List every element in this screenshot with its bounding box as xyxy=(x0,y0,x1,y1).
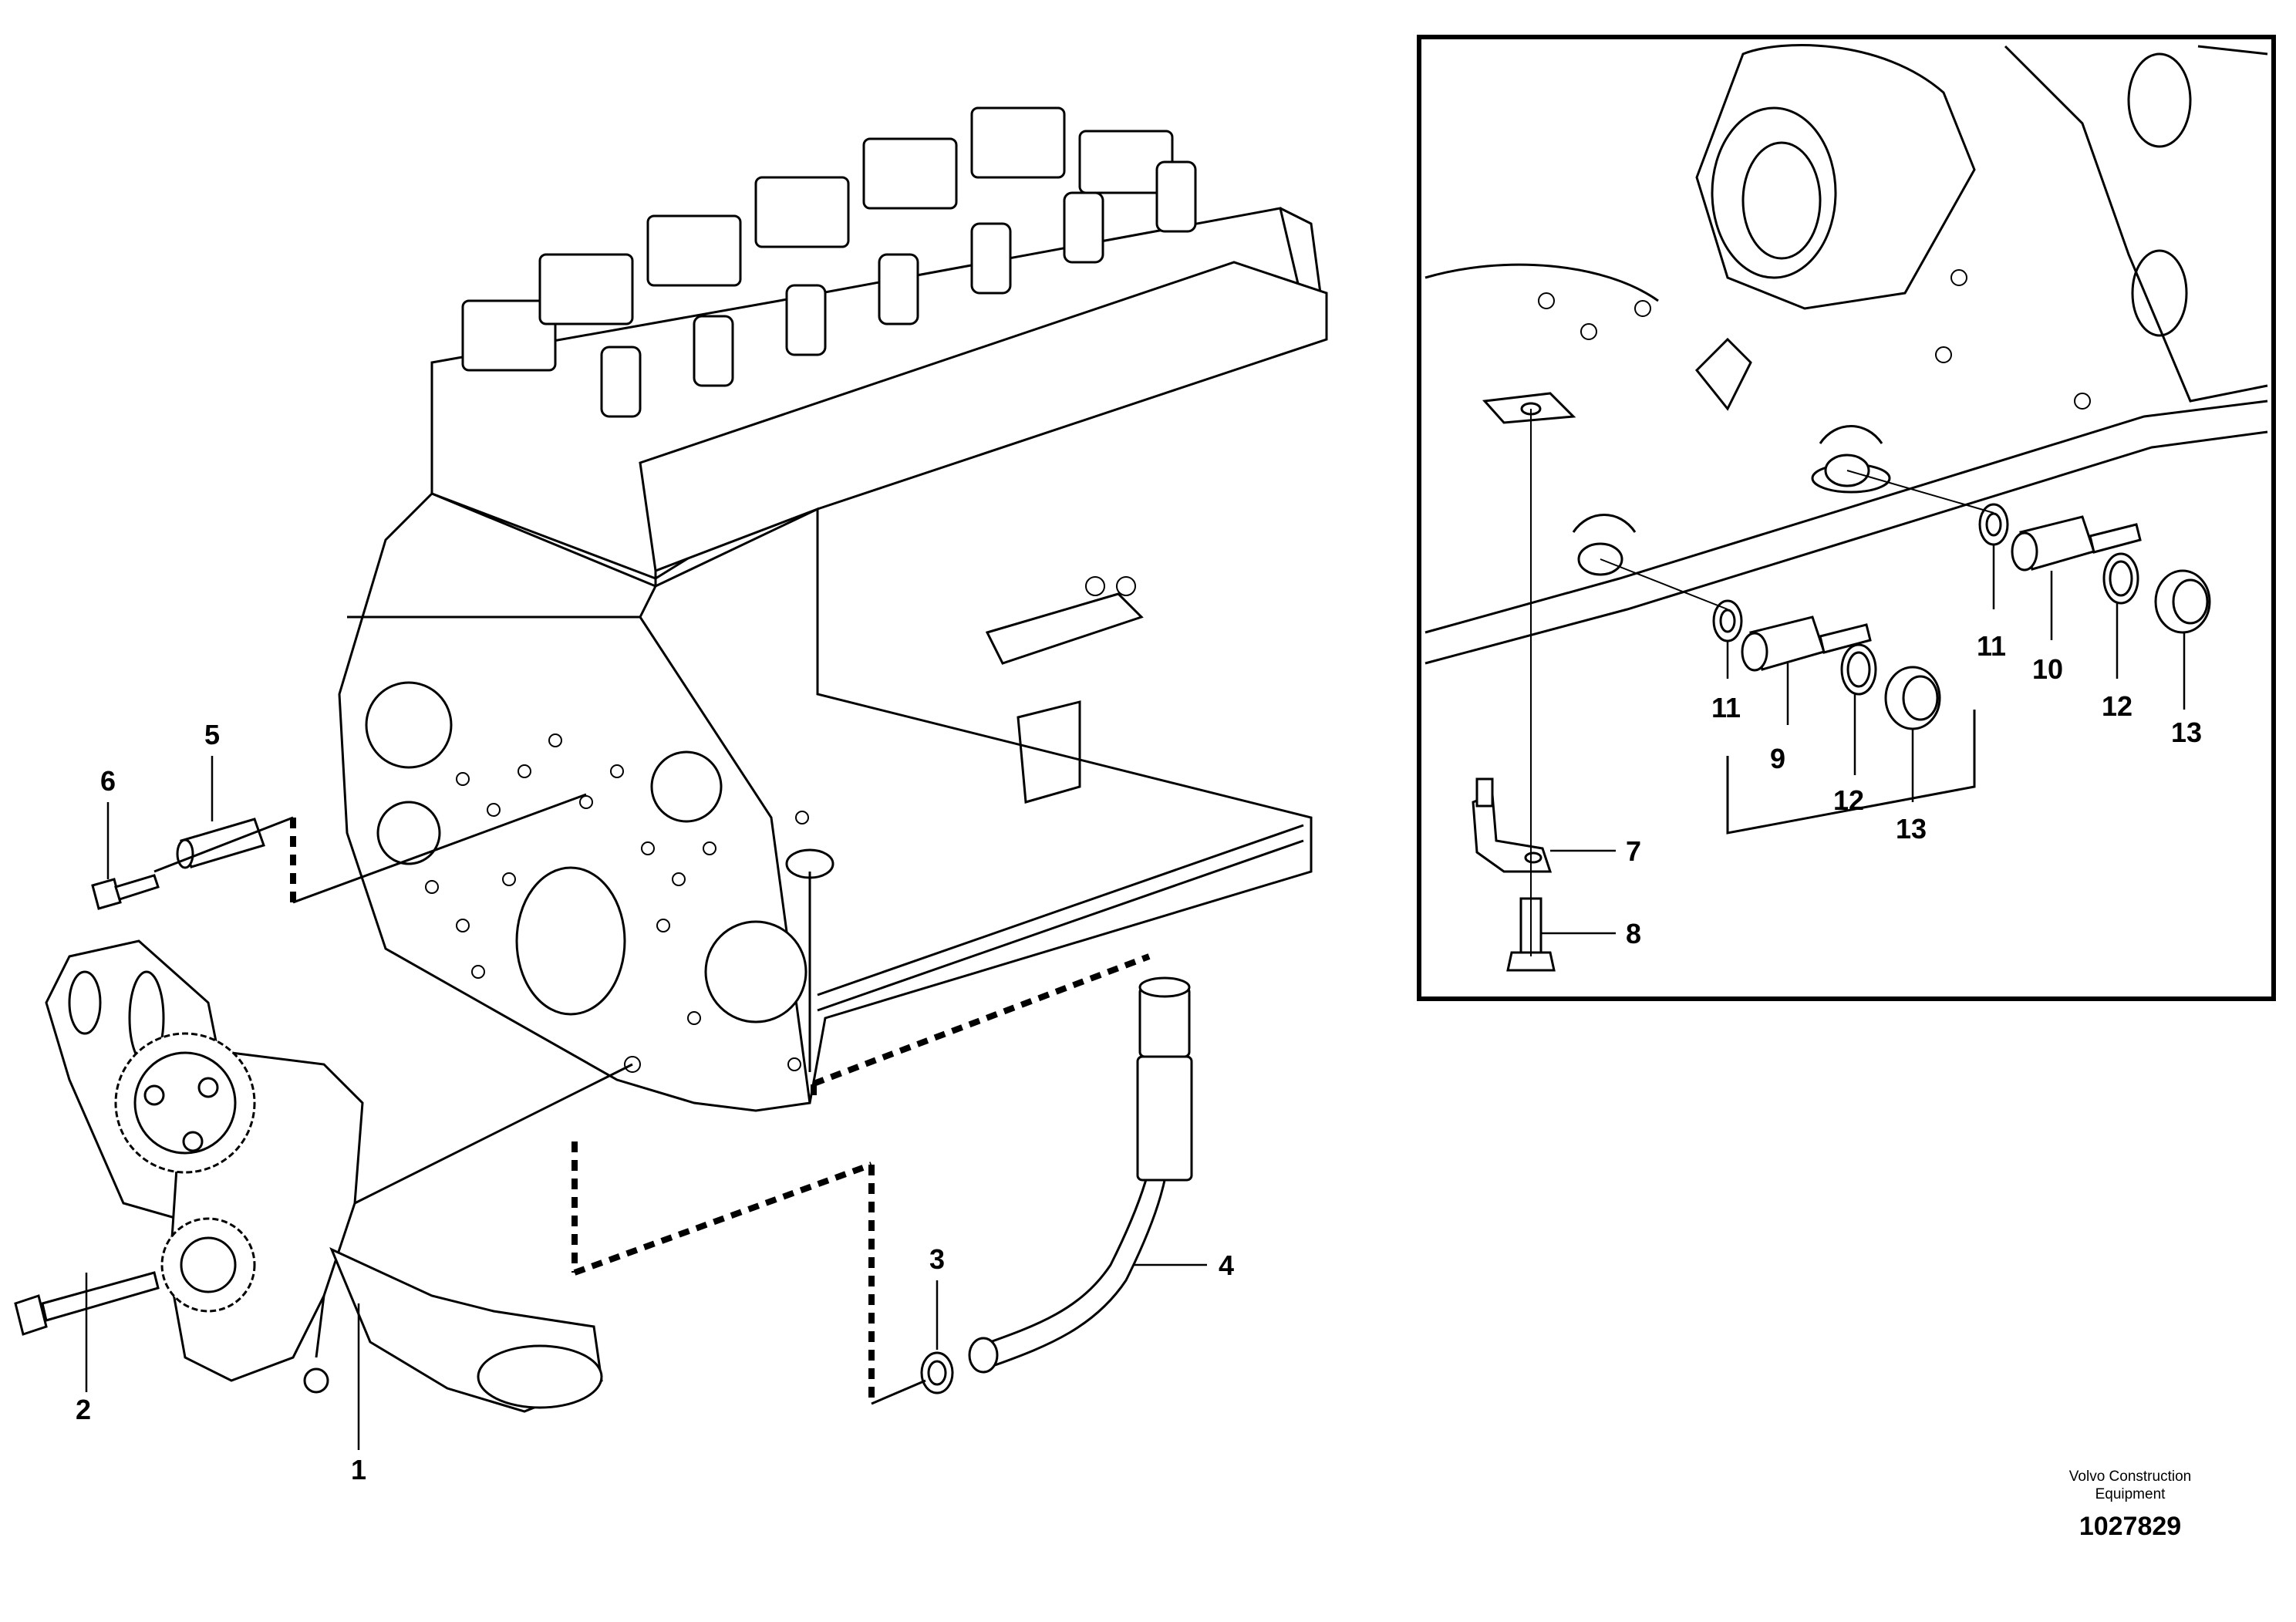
oil-pipe-part-4 xyxy=(968,976,1193,1374)
callout-9: 9 xyxy=(1770,743,1785,774)
callout-3: 3 xyxy=(929,1243,945,1275)
callout-1: 1 xyxy=(351,1454,366,1485)
nozzle-part-10 xyxy=(2011,515,2142,572)
main-callout-leaders xyxy=(85,756,1207,1450)
callout-4: 4 xyxy=(1219,1249,1234,1281)
callout-7: 7 xyxy=(1626,835,1641,867)
callout-10: 10 xyxy=(2032,653,2063,685)
callout-11-right: 11 xyxy=(1977,630,2006,662)
sleeve-part-5 xyxy=(176,818,265,869)
bolt-part-2 xyxy=(14,1271,160,1336)
callout-5: 5 xyxy=(204,719,220,750)
callout-12-right: 12 xyxy=(2102,690,2132,722)
screw-part-6 xyxy=(91,874,160,910)
callout-13-left: 13 xyxy=(1896,813,1927,845)
callout-11-left: 11 xyxy=(1711,692,1741,723)
o-ring-part-12-right xyxy=(2102,552,2139,605)
inset-detail xyxy=(1417,35,2276,1001)
nozzle-part-9 xyxy=(1741,615,1872,672)
inset-parts xyxy=(1472,409,2211,972)
brand-line-2: Equipment xyxy=(2095,1486,2166,1502)
mounting-holes xyxy=(425,733,809,1073)
o-ring-part-3 xyxy=(920,1351,954,1394)
o-ring-part-12-left xyxy=(1840,643,1877,696)
brand-line-1: Volvo Construction xyxy=(2069,1469,2191,1485)
washer-part-11-right xyxy=(1978,503,2009,546)
engine-block-illustration xyxy=(338,106,1328,1112)
drawing-number: 1027829 xyxy=(2079,1512,2181,1541)
callout-8: 8 xyxy=(1626,918,1641,949)
assembly-guide-lines xyxy=(153,793,1151,1405)
inset-callout-leaders xyxy=(1541,544,2186,935)
callout-12-left: 12 xyxy=(1833,784,1864,816)
oil-pump-assembly xyxy=(45,939,603,1413)
inset-frame xyxy=(1417,35,2276,1001)
callout-2: 2 xyxy=(76,1394,91,1425)
plug-part-13-left xyxy=(1884,666,1941,730)
plug-part-13-right xyxy=(2154,569,2211,634)
valve-springs xyxy=(461,106,1197,418)
callout-6: 6 xyxy=(100,765,116,797)
washer-part-11-left xyxy=(1712,599,1743,642)
callout-13-right: 13 xyxy=(2171,717,2202,748)
